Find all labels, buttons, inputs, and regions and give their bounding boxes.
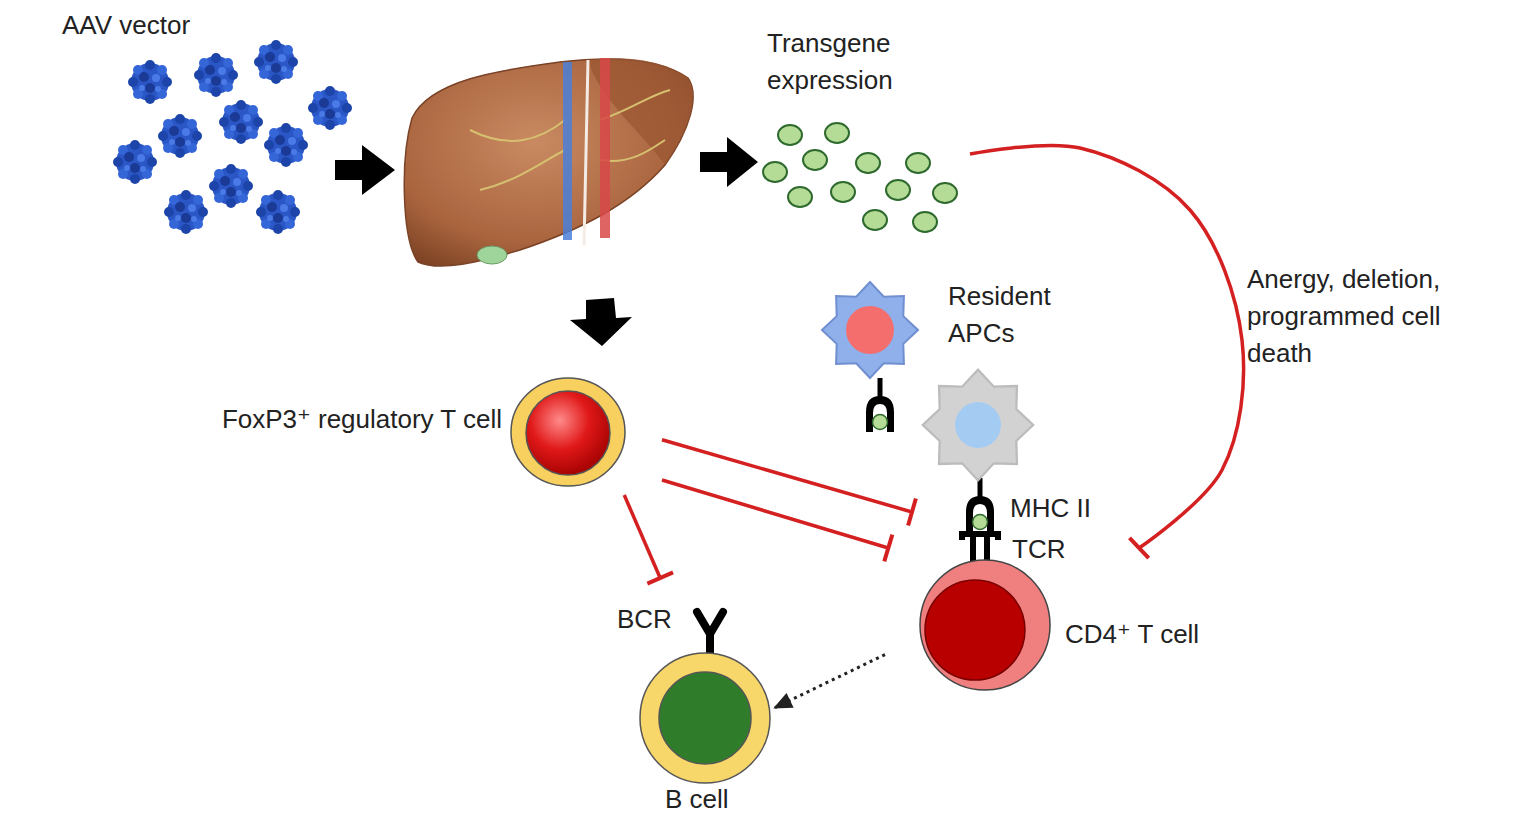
cell-nucleus (659, 672, 751, 764)
block-arrow (700, 137, 758, 187)
protein (763, 162, 787, 182)
block-arrow (570, 298, 632, 346)
mhc-molecule (866, 378, 894, 432)
aav-particle (128, 60, 172, 104)
node-label: Resident APCs (948, 278, 1078, 352)
protein (831, 182, 855, 202)
cell-membrane (511, 378, 625, 486)
apc-grey (923, 370, 1033, 532)
protein (856, 153, 880, 173)
protein (863, 210, 887, 230)
protein (886, 180, 910, 200)
connector-line (775, 655, 885, 708)
aav-particle (308, 86, 352, 130)
node-label: B cell (665, 781, 729, 818)
treg-cell (511, 378, 625, 486)
transgene-products (763, 123, 957, 232)
node-label: CD4⁺ T cell (1065, 616, 1199, 653)
structure-label: TCR (1012, 531, 1065, 568)
cd4-t-cell (920, 560, 1050, 690)
aav-particle (254, 40, 298, 84)
tcr-head (962, 534, 998, 540)
edge-label: Anergy, deletion, programmed cell death (1247, 261, 1472, 372)
apc-nucleus (846, 306, 894, 354)
apc-blue (822, 282, 918, 432)
b-cell (640, 612, 770, 783)
aav-particle (219, 100, 263, 144)
inhibition-bar (647, 572, 673, 583)
inhibition-bar (884, 535, 892, 562)
connector-line (970, 145, 1244, 548)
aav-particle (158, 114, 202, 158)
mhc-molecule (966, 478, 994, 532)
inhibition-connector (970, 145, 1244, 558)
cell-membrane (640, 653, 770, 783)
node-label: AAV vector (62, 7, 322, 44)
bcr-symbol (697, 612, 723, 656)
connector-line (662, 480, 888, 548)
protein (778, 125, 802, 145)
apc-nucleus (955, 402, 1001, 448)
aav-particle (209, 164, 253, 208)
aav-particles (113, 40, 352, 234)
connector-line (662, 440, 912, 512)
protein (906, 153, 930, 173)
inhibition-connector (662, 440, 916, 526)
transgene-group: Transgene expression (755, 25, 970, 240)
cell-nucleus (925, 580, 1025, 680)
structure-label: MHC II (1010, 490, 1091, 527)
protein (913, 212, 937, 232)
vein (563, 62, 572, 240)
aav-particle (264, 123, 308, 167)
cell-nucleus (526, 391, 610, 475)
inhibition-bar (908, 499, 916, 526)
protein (803, 150, 827, 170)
apc-group: Resident APCs (818, 262, 1070, 512)
ligament (584, 60, 588, 245)
liver-shape (404, 59, 693, 266)
artery (600, 58, 610, 238)
liver-illustration (404, 58, 693, 266)
aav-particle (256, 190, 300, 234)
apc-body (822, 282, 918, 378)
inhibition-connector (624, 495, 673, 584)
cell-node: CD4⁺ T cell (885, 548, 1215, 692)
protein (788, 187, 812, 207)
inhibition-bar (1130, 538, 1149, 558)
gallbladder (477, 246, 507, 264)
protein (933, 183, 957, 203)
activation-arrow (775, 655, 885, 708)
block-arrow (335, 145, 395, 195)
structure-label: BCR (617, 601, 672, 638)
aav-particle (113, 140, 157, 184)
cell-node: FoxP3⁺ regulatory T cell (190, 375, 662, 495)
apc-body (923, 370, 1033, 480)
aav-particle (164, 190, 208, 234)
protein (825, 123, 849, 143)
vector-group: AAV vector (60, 5, 360, 240)
arrow-head (775, 694, 792, 707)
connector-line (624, 495, 660, 578)
cell-node: B cell (635, 578, 775, 818)
node-label: Transgene expression (767, 25, 967, 99)
cell-membrane (920, 560, 1050, 690)
aav-particle (194, 53, 238, 97)
inhibition-connector (662, 480, 892, 561)
node-label: FoxP3⁺ regulatory T cell (222, 401, 502, 438)
